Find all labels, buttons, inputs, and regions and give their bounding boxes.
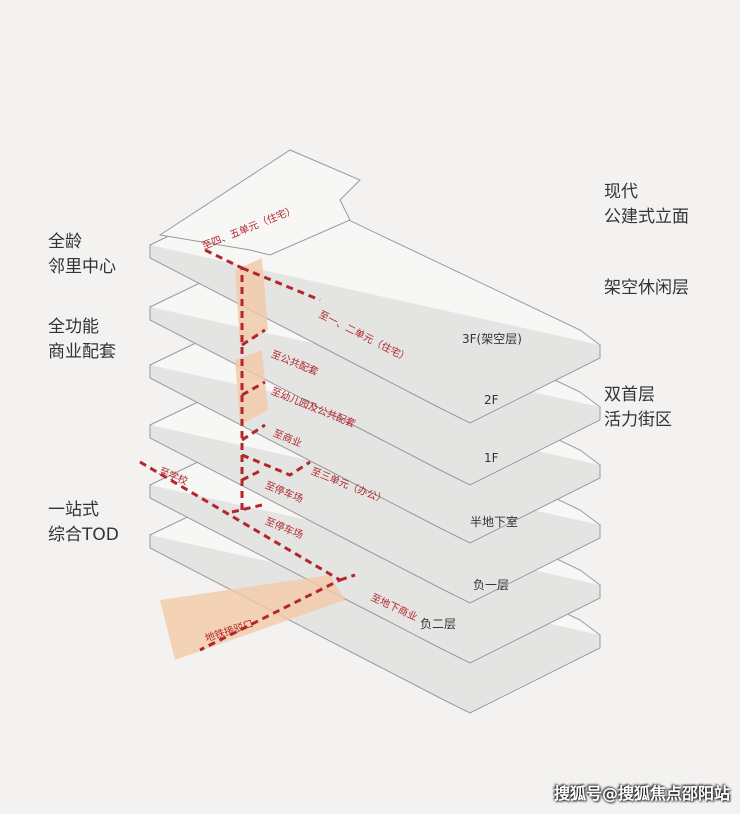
- label-stilt-floor: 架空休闲层: [604, 276, 689, 301]
- slab-edge: [149, 535, 601, 714]
- label-line: 综合TOD: [48, 525, 119, 545]
- floor-b1: 负一层: [473, 578, 510, 592]
- label-line: 现代: [604, 182, 638, 202]
- label-line: 全功能: [48, 317, 99, 337]
- label-facade: 现代公建式立面: [604, 180, 689, 230]
- label-line: 一站式: [48, 500, 99, 520]
- label-line: 活力街区: [604, 410, 672, 430]
- label-tod: 一站式综合TOD: [48, 498, 119, 548]
- label-line: 双首层: [604, 385, 655, 405]
- floor-2f: 2F: [484, 393, 499, 407]
- label-line: 公建式立面: [604, 207, 689, 227]
- route-paths: [139, 248, 356, 652]
- slab-edge: [149, 307, 601, 486]
- label-line: 全龄: [48, 232, 82, 252]
- slab-edge: [149, 485, 601, 664]
- watermark: 搜狐号@搜狐焦点邵阳站: [553, 784, 730, 803]
- label-line: 邻里中心: [48, 257, 116, 277]
- tower-top: [158, 149, 361, 256]
- label-commercial: 全功能商业配套: [48, 315, 116, 365]
- floor-semi-basement: 半地下室: [470, 515, 519, 529]
- floor-3f: 3F(架空层): [462, 332, 522, 346]
- floor-1f: 1F: [484, 451, 499, 465]
- label-double-ground: 双首层活力街区: [604, 383, 672, 433]
- slab-edge: [149, 425, 601, 604]
- label-neighborhood-center: 全龄邻里中心: [48, 230, 116, 280]
- label-line: 商业配套: [48, 342, 116, 362]
- label-line: 架空休闲层: [604, 278, 689, 298]
- floor-b2: 负二层: [420, 617, 457, 631]
